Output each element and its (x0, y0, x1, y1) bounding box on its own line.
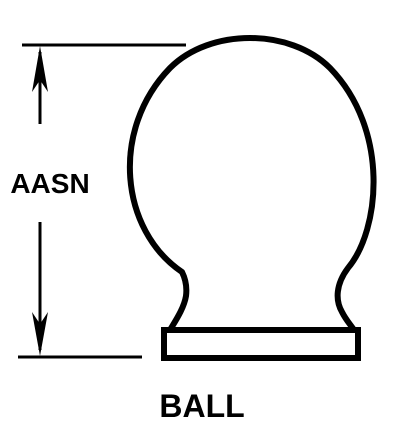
drawing-caption: BALL (159, 388, 244, 424)
dimension-label: AASN (10, 168, 89, 199)
dimension-arrow-top (32, 46, 48, 124)
dimension-arrow-bottom (32, 222, 48, 356)
ball-outline (126, 35, 377, 333)
ball-base (161, 327, 361, 361)
